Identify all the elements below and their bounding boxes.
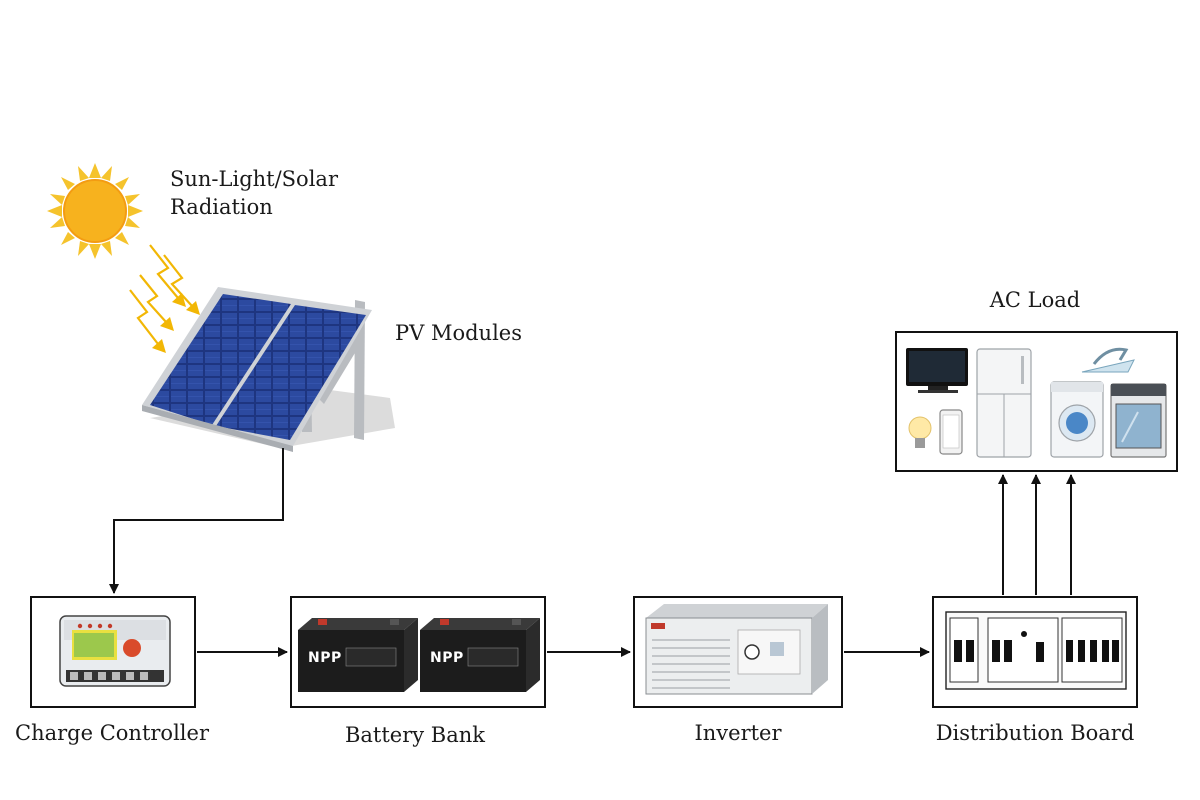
washing-machine-icon bbox=[1050, 381, 1104, 458]
distribution-board-label: Distribution Board bbox=[935, 721, 1135, 745]
battery-brand-1: NPP bbox=[308, 650, 342, 666]
pv-to-controller-arrow bbox=[109, 448, 284, 594]
battery-icon bbox=[298, 618, 418, 692]
ac-load-label: AC Load bbox=[989, 288, 1081, 312]
refrigerator-icon bbox=[976, 348, 1032, 458]
pv-modules-label: PV Modules bbox=[395, 321, 523, 345]
battery-bank-label: Battery Bank bbox=[344, 723, 486, 747]
inverter-label: Inverter bbox=[694, 721, 782, 745]
charge-controller-label: Charge Controller bbox=[15, 721, 209, 745]
sun-label-line2: Radiation bbox=[170, 195, 273, 219]
oven-icon bbox=[1110, 383, 1167, 458]
sun-icon bbox=[47, 163, 143, 259]
phone-icon bbox=[939, 409, 963, 455]
battery-icon bbox=[420, 618, 540, 692]
light-bulb-icon bbox=[908, 416, 932, 448]
tv-icon bbox=[906, 348, 968, 393]
sun-label-line1: Sun-Light/Solar bbox=[170, 167, 338, 191]
iron-icon bbox=[1081, 347, 1135, 373]
battery-brand-2: NPP bbox=[430, 650, 464, 666]
